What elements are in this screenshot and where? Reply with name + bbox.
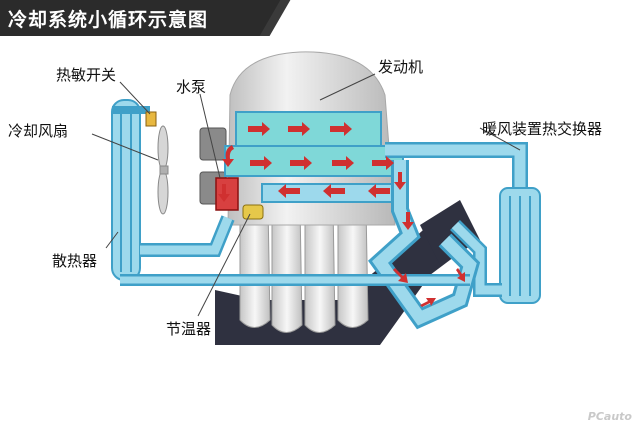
title-bar: 冷却系统小循环示意图 xyxy=(0,0,284,36)
label-engine: 发动机 xyxy=(378,58,424,76)
engine-piston xyxy=(271,204,303,333)
watermark-logo: PCauto xyxy=(587,410,632,423)
engine-piston xyxy=(304,204,336,333)
radiator xyxy=(111,99,141,281)
label-water-pump: 水泵 xyxy=(176,78,207,96)
engine-piston xyxy=(239,204,271,328)
label-cooling-fan: 冷却风扇 xyxy=(8,122,69,140)
label-heater-core: 暖风装置热交换器 xyxy=(482,120,603,138)
label-radiator: 散热器 xyxy=(52,252,98,270)
label-thermo-switch: 热敏开关 xyxy=(56,66,117,84)
diagram-title: 冷却系统小循环示意图 xyxy=(8,9,209,31)
engine-piston xyxy=(337,204,369,328)
cooling-fan xyxy=(157,125,169,215)
label-thermostat: 节温器 xyxy=(166,320,212,338)
water-pump-gear xyxy=(199,127,227,161)
flow-arrows xyxy=(218,122,465,307)
thermostat xyxy=(242,204,264,220)
thermo-switch xyxy=(145,111,157,127)
